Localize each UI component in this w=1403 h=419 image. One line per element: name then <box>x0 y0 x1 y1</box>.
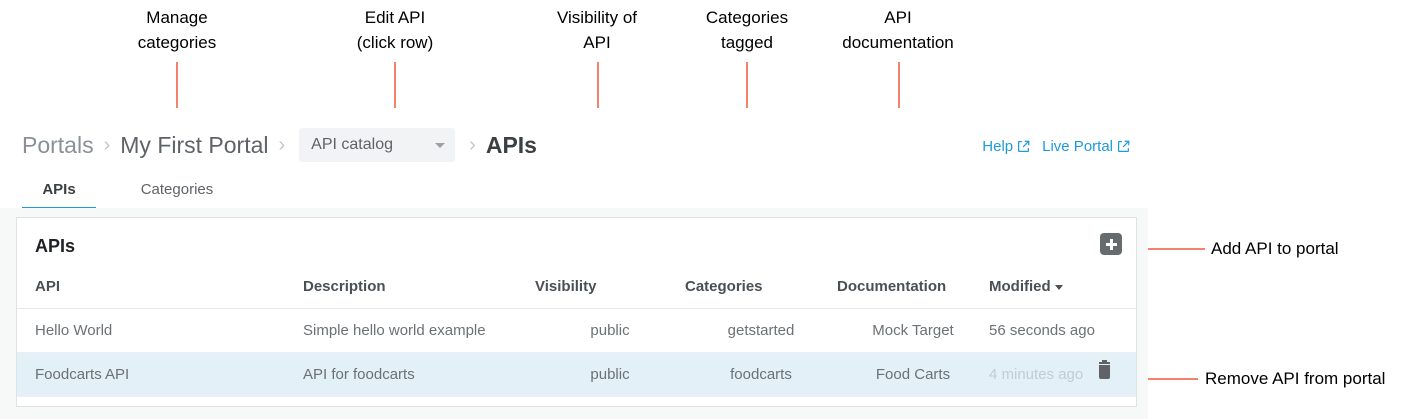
apis-card: APIs API Description Visibility Categori… <box>16 217 1137 407</box>
breadcrumb-current-apis: APIs <box>485 131 537 158</box>
annotation-manage-categories: Manage categories <box>137 8 217 52</box>
tab-bar: APIs Categories <box>0 172 1148 210</box>
column-header-modified[interactable]: Modified <box>989 278 1136 309</box>
tab-apis[interactable]: APIs <box>22 172 96 210</box>
cell-api: Foodcarts API <box>17 352 303 397</box>
cell-visibility: public <box>535 308 685 353</box>
breadcrumb-portal-name[interactable]: My First Portal <box>120 131 269 158</box>
help-link[interactable]: Help <box>982 138 1030 155</box>
live-portal-link[interactable]: Live Portal <box>1042 138 1130 155</box>
annotation-categories-tagged: Categories tagged <box>705 8 789 52</box>
cell-modified: 4 minutes ago <box>989 352 1136 397</box>
leader-line-add-api <box>1120 248 1205 250</box>
add-api-button[interactable] <box>1100 233 1122 255</box>
table-row[interactable]: Foodcarts API API for foodcarts public f… <box>17 352 1136 397</box>
table-row[interactable]: Hello World Simple hello world example p… <box>17 308 1136 353</box>
cell-categories: getstarted <box>685 308 837 353</box>
cell-modified-label: 4 minutes ago <box>989 366 1084 383</box>
trash-lid <box>1099 360 1110 364</box>
table-header-row: API Description Visibility Categories Do… <box>17 278 1136 309</box>
apis-table: API Description Visibility Categories Do… <box>17 278 1136 397</box>
annotation-remove-api-from-portal: Remove API from portal <box>1205 369 1386 388</box>
tab-categories[interactable]: Categories <box>140 181 214 198</box>
column-header-api[interactable]: API <box>17 278 303 309</box>
chevron-down-icon <box>435 142 446 148</box>
cell-visibility: public <box>535 352 685 397</box>
plus-icon <box>1105 238 1117 250</box>
cell-description: API for foodcarts <box>303 352 535 397</box>
cell-modified: 56 seconds ago <box>989 308 1136 353</box>
cell-documentation: Food Carts <box>837 352 989 397</box>
trash-can <box>1099 365 1110 379</box>
panel-background: APIs API Description Visibility Categori… <box>0 208 1148 419</box>
top-links: Help Live Portal <box>982 138 1130 155</box>
cell-api: Hello World <box>17 308 303 353</box>
leader-line-remove-api <box>1113 378 1198 380</box>
card-title: APIs <box>35 236 76 256</box>
catalog-select[interactable]: API catalog <box>299 128 456 162</box>
live-portal-link-label: Live Portal <box>1042 138 1113 155</box>
breadcrumb: Portals › My First Portal › API catalog … <box>22 128 537 162</box>
breadcrumb-separator-icon: › <box>103 133 111 156</box>
app-window: Portals › My First Portal › API catalog … <box>0 108 1148 419</box>
help-link-label: Help <box>982 138 1014 155</box>
annotation-api-documentation: API documentation <box>842 8 954 52</box>
delete-icon[interactable] <box>1097 360 1112 380</box>
annotation-add-api-to-portal: Add API to portal <box>1211 239 1339 258</box>
cell-documentation: Mock Target <box>837 308 989 353</box>
column-header-modified-label: Modified <box>989 278 1051 295</box>
column-header-documentation[interactable]: Documentation <box>837 278 989 309</box>
breadcrumb-portals[interactable]: Portals <box>22 131 94 158</box>
breadcrumb-separator-icon: › <box>278 133 286 156</box>
external-link-icon <box>1117 140 1130 153</box>
sort-descending-icon <box>1054 284 1063 290</box>
breadcrumb-separator-icon: › <box>469 133 476 156</box>
column-header-visibility[interactable]: Visibility <box>535 278 685 309</box>
column-header-categories[interactable]: Categories <box>685 278 837 309</box>
catalog-select-value: API catalog <box>311 136 393 153</box>
cell-categories: foodcarts <box>685 352 837 397</box>
column-header-description[interactable]: Description <box>303 278 535 309</box>
external-link-icon <box>1017 140 1030 153</box>
cell-description: Simple hello world example <box>303 308 535 353</box>
annotation-edit-api: Edit API (click row) <box>356 8 434 52</box>
annotation-visibility-of-api: Visibility of API <box>557 8 637 52</box>
